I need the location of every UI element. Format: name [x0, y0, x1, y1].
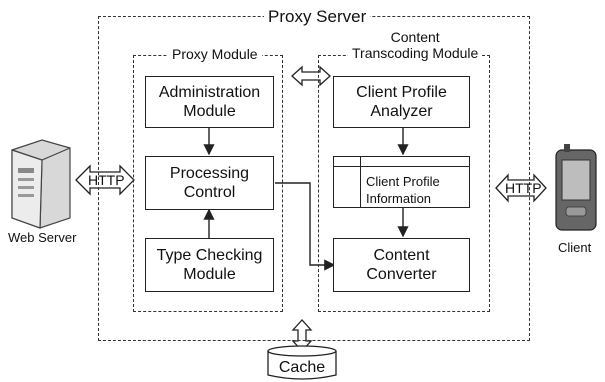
proxy-server-title: Proxy Server [264, 7, 371, 27]
client-profile-information-box: Client Profile Information [333, 156, 470, 208]
database-icon [267, 345, 337, 380]
analyzer-line2: Analyzer [370, 103, 433, 120]
profile-info-line2: Information [366, 191, 432, 206]
double-arrow-right-http-icon [495, 173, 547, 203]
double-arrow-modules-icon [291, 65, 331, 87]
processing-control-box: Processing Control [145, 156, 274, 210]
web-server-label: Web Server [8, 230, 77, 245]
administration-line1: Administration [158, 84, 261, 101]
processing-line2: Control [183, 184, 236, 201]
http-left-label: HTTP [88, 172, 125, 188]
converter-line2: Converter [366, 266, 437, 283]
transcoding-module-title: Content Transcoding Module [348, 29, 483, 61]
cache-label: Cache [278, 359, 326, 376]
arrow-processing-to-converter [275, 182, 336, 271]
converter-line1: Content [373, 247, 430, 264]
type-checking-module-box: Type Checking Module [145, 238, 274, 292]
type-checking-line1: Type Checking [156, 247, 263, 264]
profile-table-header-line [334, 166, 469, 167]
server-icon [11, 139, 71, 229]
client-label: Client [558, 240, 592, 255]
analyzer-line1: Client Profile [356, 84, 447, 101]
content-converter-box: Content Converter [333, 238, 470, 292]
administration-module-box: Administration Module [145, 76, 274, 128]
proxy-module-title: Proxy Module [168, 46, 262, 62]
profile-table-column-line [360, 157, 361, 207]
profile-info-line1: Client Profile [366, 174, 440, 189]
administration-line2: Module [183, 103, 236, 120]
processing-line1: Processing [169, 165, 250, 182]
profile-info-text: Client Profile Information [366, 173, 440, 207]
type-checking-line2: Module [183, 266, 236, 283]
pda-icon [555, 144, 597, 231]
double-arrow-left-http-icon [75, 164, 135, 196]
transcoding-title-line1: Content [390, 29, 440, 45]
client-profile-analyzer-box: Client Profile Analyzer [333, 76, 470, 128]
http-right-label: HTTP [505, 180, 542, 196]
transcoding-title-line2: Transcoding Module [352, 45, 479, 61]
